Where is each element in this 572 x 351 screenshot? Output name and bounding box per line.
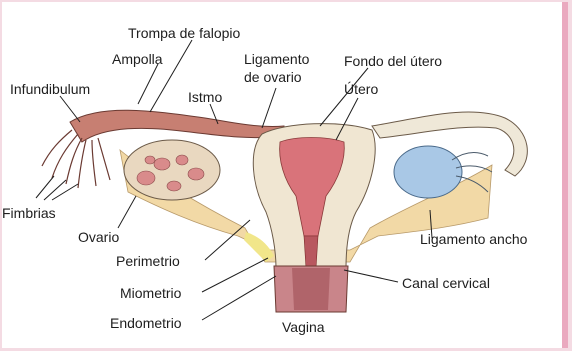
label-canal-cervical: Canal cervical xyxy=(402,275,490,291)
label-fimbrias: Fimbrias xyxy=(2,205,56,221)
label-ligamento-ancho: Ligamento ancho xyxy=(420,231,528,247)
label-ampolla: Ampolla xyxy=(112,51,163,67)
label-ligamento-ovario-1: Ligamento xyxy=(244,51,310,67)
label-ovario: Ovario xyxy=(78,229,119,245)
label-ligamento-ovario-2: de ovario xyxy=(244,69,302,85)
label-perimetrio: Perimetrio xyxy=(116,253,180,269)
left-fimbriae xyxy=(42,130,110,188)
label-miometrio: Miometrio xyxy=(120,285,182,301)
label-trompa: Trompa de falopio xyxy=(128,25,241,41)
yellow-patch xyxy=(244,232,274,262)
label-infundibulum: Infundibulum xyxy=(10,81,90,97)
label-fondo-utero: Fondo del útero xyxy=(344,53,442,69)
left-fallopian-tube xyxy=(70,110,284,142)
cervical-canal-shape xyxy=(304,236,318,268)
label-istmo: Istmo xyxy=(188,89,222,105)
right-ovary xyxy=(394,146,462,198)
label-vagina: Vagina xyxy=(282,319,325,335)
label-endometrio: Endometrio xyxy=(110,315,182,331)
vagina-inner xyxy=(292,268,330,310)
label-utero: Útero xyxy=(344,81,378,97)
